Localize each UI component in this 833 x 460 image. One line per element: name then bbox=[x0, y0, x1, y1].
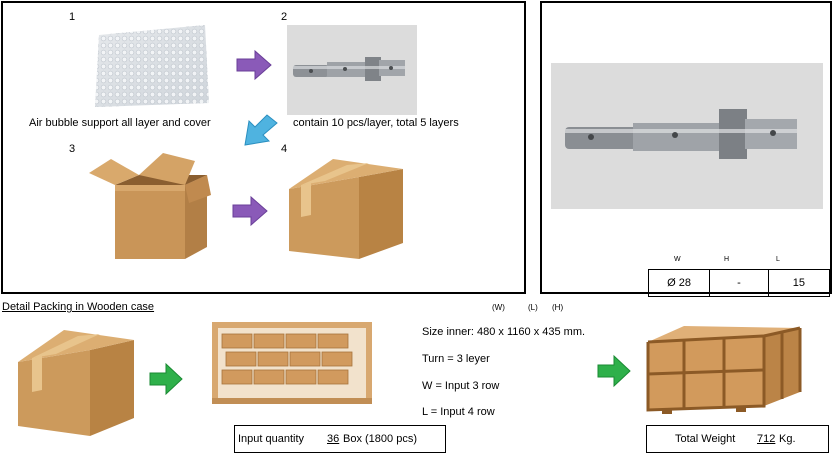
turn-text: Turn = 3 leyer bbox=[422, 353, 490, 365]
step-2-caption: contain 10 pcs/layer, total 5 layers bbox=[293, 117, 459, 129]
arrow-right-icon bbox=[236, 49, 272, 81]
axis-label-w: (W) bbox=[492, 303, 505, 312]
step-4-number: 4 bbox=[281, 143, 288, 155]
table-row: Ø 28 - 15 bbox=[647, 269, 831, 297]
closed-carton-image bbox=[14, 326, 138, 438]
product-panel: W H L Ø 28 - 15 bbox=[540, 1, 832, 297]
step-2-number: 2 bbox=[281, 11, 288, 23]
dim-value-w: Ø 28 bbox=[647, 269, 711, 297]
total-weight-label: Total Weight bbox=[675, 433, 736, 445]
wooden-crate-image bbox=[644, 322, 804, 416]
dim-header-w: W bbox=[674, 256, 681, 263]
input-quantity-label: Input quantity bbox=[238, 433, 305, 445]
dimension-table: Ø 28 - 15 bbox=[647, 269, 831, 297]
open-carton-image bbox=[85, 151, 213, 263]
arrow-down-left-icon bbox=[244, 114, 278, 146]
packing-steps-panel: 1 2 3 4 bbox=[1, 1, 526, 294]
axis-label-h: (H) bbox=[552, 303, 564, 312]
axis-label-l: (L) bbox=[528, 303, 538, 312]
l-row-text: L = Input 4 row bbox=[422, 406, 495, 418]
step-1-caption: Air bubble support all layer and cover bbox=[29, 117, 211, 129]
input-quantity-unit: Box (1800 pcs) bbox=[343, 433, 417, 445]
step-3-number: 3 bbox=[69, 143, 76, 155]
total-weight-box: Total Weight 712 Kg. bbox=[646, 425, 829, 453]
input-quantity-value: 36 bbox=[327, 433, 340, 445]
bubble-wrap-image bbox=[93, 21, 213, 109]
size-inner-text: Size inner: 480 x 1160 x 435 mm. bbox=[422, 326, 586, 338]
arrow-right-icon bbox=[149, 362, 183, 396]
arrow-right-icon bbox=[232, 195, 268, 227]
w-row-text: W = Input 3 row bbox=[422, 380, 500, 392]
closed-carton-image bbox=[285, 155, 407, 261]
arrow-right-icon bbox=[597, 354, 631, 388]
step-1-number: 1 bbox=[69, 11, 76, 23]
dim-value-l: 15 bbox=[767, 269, 831, 297]
input-quantity-box: Input quantity 36 Box (1800 pcs) bbox=[234, 425, 446, 453]
dim-value-h: - bbox=[709, 269, 769, 297]
shaft-image-large bbox=[551, 63, 823, 209]
dim-header-h: H bbox=[724, 256, 730, 263]
total-weight-unit: Kg. bbox=[779, 433, 796, 445]
total-weight-value: 712 bbox=[757, 433, 776, 445]
dim-header-l: L bbox=[776, 256, 780, 263]
wooden-case-open-image bbox=[212, 322, 372, 404]
wooden-case-title: Detail Packing in Wooden case bbox=[2, 301, 155, 313]
shaft-image-small bbox=[287, 25, 417, 115]
